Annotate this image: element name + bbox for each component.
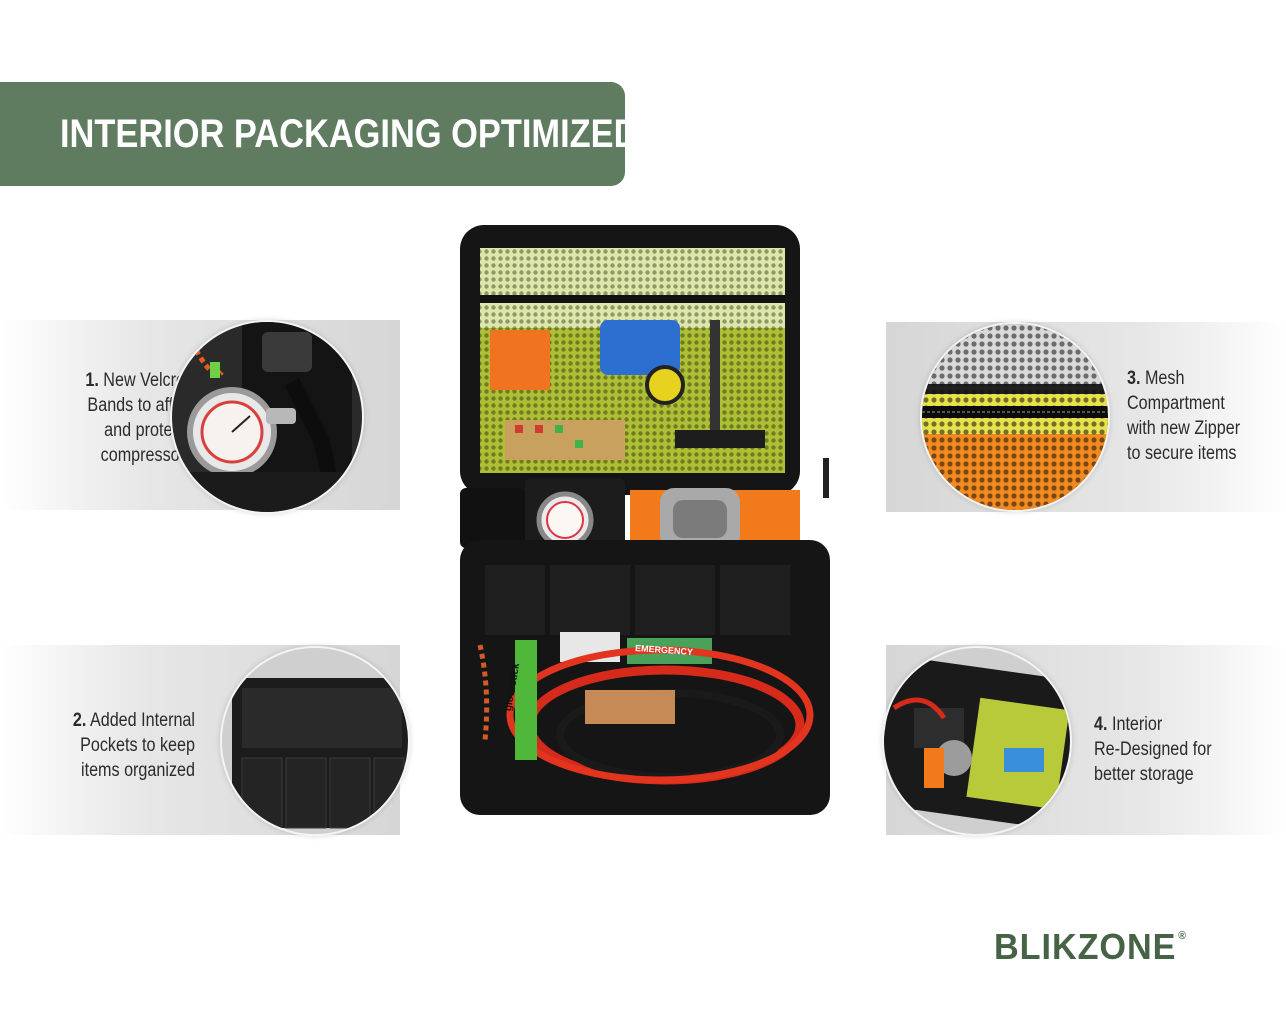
callout-2-number: 2. <box>72 710 87 731</box>
callout-3-line-1: Mesh <box>1144 368 1185 389</box>
emergency-kit-bag-photo: EMERGENCY glow stick <box>455 220 835 820</box>
callout-4-line-3: better storage <box>1094 764 1194 785</box>
callout-3-line-2: Compartment <box>1127 393 1225 414</box>
callout-2: 2. Added Internal Pockets to keep items … <box>46 708 195 783</box>
callout-4-line-2: Re-Designed for <box>1094 739 1212 760</box>
mesh-compartment-photo <box>920 322 1110 512</box>
blikzone-logo: BLIKZONE® <box>994 926 1187 968</box>
callout-1-line-1: New Velcro <box>103 370 185 391</box>
callout-1-number: 1. <box>85 370 99 391</box>
registered-mark: ® <box>1178 930 1187 942</box>
interior-overview-photo <box>882 646 1072 836</box>
title-banner: INTERIOR PACKAGING OPTIMIZED <box>0 82 638 186</box>
callout-1-line-3: and protect <box>104 420 185 441</box>
callout-1-line-2: Bands to affix <box>87 395 185 416</box>
callout-4: 4. Interior Re-Designed for better stora… <box>1094 712 1239 787</box>
internal-pockets-photo <box>220 646 410 836</box>
callout-3-number: 3. <box>1127 368 1141 389</box>
callout-2-line-3: items organized <box>80 760 195 781</box>
callout-3-line-4: to secure items <box>1127 443 1237 464</box>
logo-text: BLIKZONE <box>994 926 1177 967</box>
callout-4-number: 4. <box>1094 714 1108 735</box>
callout-1: 1. New Velcro Bands to affix and protect… <box>53 368 185 468</box>
page-title: INTERIOR PACKAGING OPTIMIZED <box>60 112 639 156</box>
callout-2-line-1: Added Internal <box>89 710 195 731</box>
callout-4-line-1: Interior <box>1111 714 1163 735</box>
callout-3: 3. Mesh Compartment with new Zipper to s… <box>1127 366 1263 466</box>
callout-2-line-2: Pockets to keep <box>80 735 195 756</box>
callout-3-line-3: with new Zipper <box>1127 418 1241 439</box>
compressor-detail-photo <box>170 320 364 514</box>
callout-1-line-4: compressor <box>100 445 185 466</box>
